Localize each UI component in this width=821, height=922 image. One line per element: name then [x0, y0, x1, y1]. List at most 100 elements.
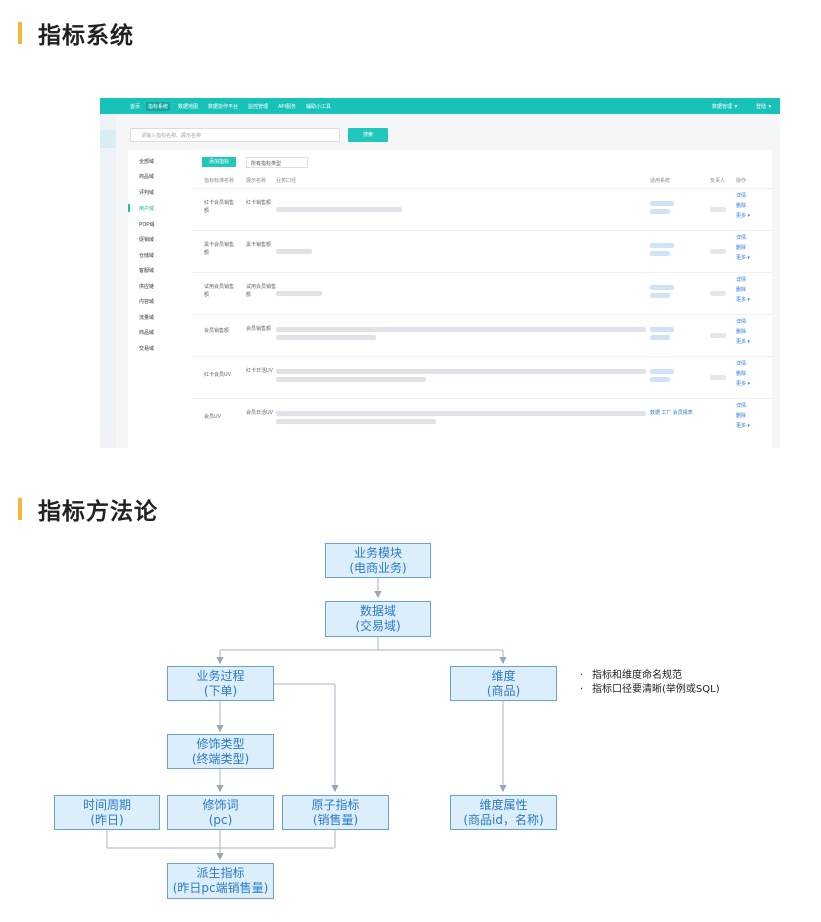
box-subtitle: (交易域) — [355, 619, 401, 633]
box-title: 维度属性 — [479, 797, 528, 812]
column-header: 展示名称 — [246, 178, 267, 184]
row-actions: 详情 删除 更多 ▾ — [736, 317, 750, 347]
box-dimension-attribute: 维度属性 (商品id，名称) — [450, 795, 557, 830]
cell-show-name: 黑卡销售额 — [246, 242, 272, 248]
add-metric-button[interactable]: 添加指标 — [202, 157, 236, 167]
nav-login[interactable]: 登陆 ▼ — [756, 104, 773, 110]
delete-link[interactable]: 删除 — [736, 329, 747, 335]
box-subtitle: (昨日) — [90, 812, 124, 827]
cell-show-name: 试用会员销售额 — [246, 284, 277, 298]
domain-item[interactable]: 促销域 — [139, 237, 155, 243]
box-title: 派生指标 — [196, 866, 245, 880]
search-placeholder: 请输入指标名称、展示名称 — [141, 133, 202, 139]
domain-item[interactable]: POP域 — [139, 222, 155, 228]
methodology-notes: ·指标和维度命名规范 ·指标口径要清晰(举例或SQL) — [580, 669, 720, 697]
nav-item-api[interactable]: API服务 — [278, 104, 297, 110]
section-title-metric-system: 指标系统 — [18, 18, 134, 49]
box-title: 修饰类型 — [196, 736, 245, 751]
domain-item[interactable]: 供应链 — [139, 284, 155, 290]
table-row: 红卡会员销售额 红卡销售额 详情 删除 更多 ▾ — [192, 188, 772, 231]
detail-link[interactable]: 详情 — [736, 193, 747, 199]
row-actions: 详情 删除 更多 ▾ — [736, 191, 750, 221]
box-title: 维度 — [491, 668, 516, 683]
cell-std-name: 试用会员销售额 — [204, 284, 235, 298]
nav-data-manage[interactable]: 数据管理 ▼ — [712, 104, 739, 110]
box-business-process: 业务过程 (下单) — [167, 666, 274, 701]
domain-item[interactable]: 商品域 — [139, 174, 155, 180]
domain-item[interactable]: 仓储域 — [139, 253, 155, 259]
column-header: 负责人 — [710, 178, 726, 184]
more-link[interactable]: 更多 ▾ — [736, 213, 750, 219]
more-link[interactable]: 更多 ▾ — [736, 339, 750, 345]
row-actions: 详情 删除 更多 ▾ — [736, 359, 750, 389]
nav-item-monitor[interactable]: 监控管理 — [248, 104, 269, 110]
box-subtitle: (商品id，名称) — [463, 812, 544, 827]
delete-link[interactable]: 删除 — [736, 245, 747, 251]
delete-link[interactable]: 删除 — [736, 371, 747, 377]
search-input[interactable]: 请输入指标名称、展示名称 — [130, 128, 340, 142]
metric-type-select[interactable]: 所有指标类型 — [246, 157, 308, 168]
cell-show-name: 红卡销售额 — [246, 200, 272, 206]
cell-system[interactable]: 数据 工厂 会员报表 — [650, 410, 693, 416]
more-link[interactable]: 更多 ▾ — [736, 381, 750, 387]
delete-link[interactable]: 删除 — [736, 287, 747, 293]
domain-item[interactable]: 客服域 — [139, 268, 155, 274]
metric-table-panel: 添加指标 所有指标类型 指标标准名称 展示名称 业务口径 适用系统 负责人 操作… — [192, 150, 772, 448]
delete-link[interactable]: 删除 — [736, 413, 747, 419]
section-title-text: 指标方法论 — [38, 499, 158, 525]
section-title-methodology: 指标方法论 — [18, 494, 158, 525]
detail-link[interactable]: 详情 — [736, 277, 747, 283]
domain-item[interactable]: 交易域 — [139, 346, 155, 352]
cell-std-name: 黑卡会员销售额 — [204, 242, 235, 256]
cell-std-name: 红卡会员销售额 — [204, 200, 235, 214]
detail-link[interactable]: 详情 — [736, 235, 747, 241]
row-actions: 详情 删除 更多 ▾ — [736, 401, 750, 431]
more-link[interactable]: 更多 ▾ — [736, 255, 750, 261]
detail-link[interactable]: 详情 — [736, 361, 747, 367]
domain-item[interactable]: 流量域 — [139, 315, 155, 321]
delete-link[interactable]: 删除 — [736, 203, 747, 209]
metric-type-value: 所有指标类型 — [251, 161, 282, 167]
box-subtitle: (下单) — [203, 683, 238, 698]
box-subtitle: (终端类型) — [191, 751, 250, 766]
domain-item-active[interactable]: 用户域 — [139, 206, 155, 212]
domain-item[interactable]: 商品域 — [139, 330, 155, 336]
accent-bar — [18, 22, 22, 44]
nav-item-metric-system[interactable]: 指标系统 — [146, 102, 171, 111]
box-title: 时间周期 — [82, 797, 131, 812]
table-row: 会员UV 会员日活UV 数据 工厂 会员报表 详情 删除 更多 ▾ — [192, 398, 772, 441]
nav-item-collab[interactable]: 数据协作平台 — [208, 104, 239, 110]
box-subtitle: (电商业务) — [349, 560, 407, 575]
cell-std-name: 会员销售额 — [204, 328, 230, 334]
box-title: 修饰词 — [202, 797, 239, 812]
box-title: 业务模块 — [353, 545, 402, 560]
box-subtitle: (pc) — [208, 812, 233, 827]
domain-sidebar: 全部域 商品域 评判域 用户域 POP域 促销域 仓储域 客服域 供应链 内容域… — [128, 150, 192, 448]
detail-link[interactable]: 详情 — [736, 319, 747, 325]
more-link[interactable]: 更多 ▾ — [736, 297, 750, 303]
metric-system-screenshot: 首页 指标系统 数据地图 数据协作平台 监控管理 API服务 辅助小工具 数据管… — [100, 98, 780, 448]
column-header: 操作 — [736, 178, 747, 184]
box-title: 原子指标 — [311, 797, 360, 812]
table-row: 会员销售额 会员销售额 详情 删除 更多 ▾ — [192, 314, 772, 357]
nav-item-home[interactable]: 首页 — [130, 104, 141, 110]
table-row: 红卡会员UV 红卡日活UV 详情 删除 更多 ▾ — [192, 356, 772, 399]
cell-std-name: 会员UV — [204, 414, 221, 420]
domain-item[interactable]: 全部域 — [139, 159, 155, 165]
search-button[interactable]: 搜索 — [348, 128, 388, 142]
cell-show-name: 会员销售额 — [246, 326, 272, 332]
nav-item-tools[interactable]: 辅助小工具 — [306, 104, 332, 110]
box-business-module: 业务模块 (电商业务) — [325, 543, 431, 578]
row-actions: 详情 删除 更多 ▾ — [736, 275, 750, 305]
domain-item[interactable]: 内容域 — [139, 299, 155, 305]
more-link[interactable]: 更多 ▾ — [736, 423, 750, 429]
note-text: 指标口径要清晰(举例或SQL) — [592, 684, 720, 695]
cell-show-name: 红卡日活UV — [246, 368, 273, 374]
detail-link[interactable]: 详情 — [736, 403, 747, 409]
box-dimension: 维度 (商品) — [450, 666, 557, 701]
domain-item[interactable]: 评判域 — [139, 190, 155, 196]
box-title: 业务过程 — [196, 668, 245, 683]
table-row: 试用会员销售额 试用会员销售额 详情 删除 更多 ▾ — [192, 272, 772, 315]
box-derived-metric: 派生指标 (昨日pc端销售量) — [167, 863, 274, 899]
nav-item-data-map[interactable]: 数据地图 — [178, 104, 199, 110]
